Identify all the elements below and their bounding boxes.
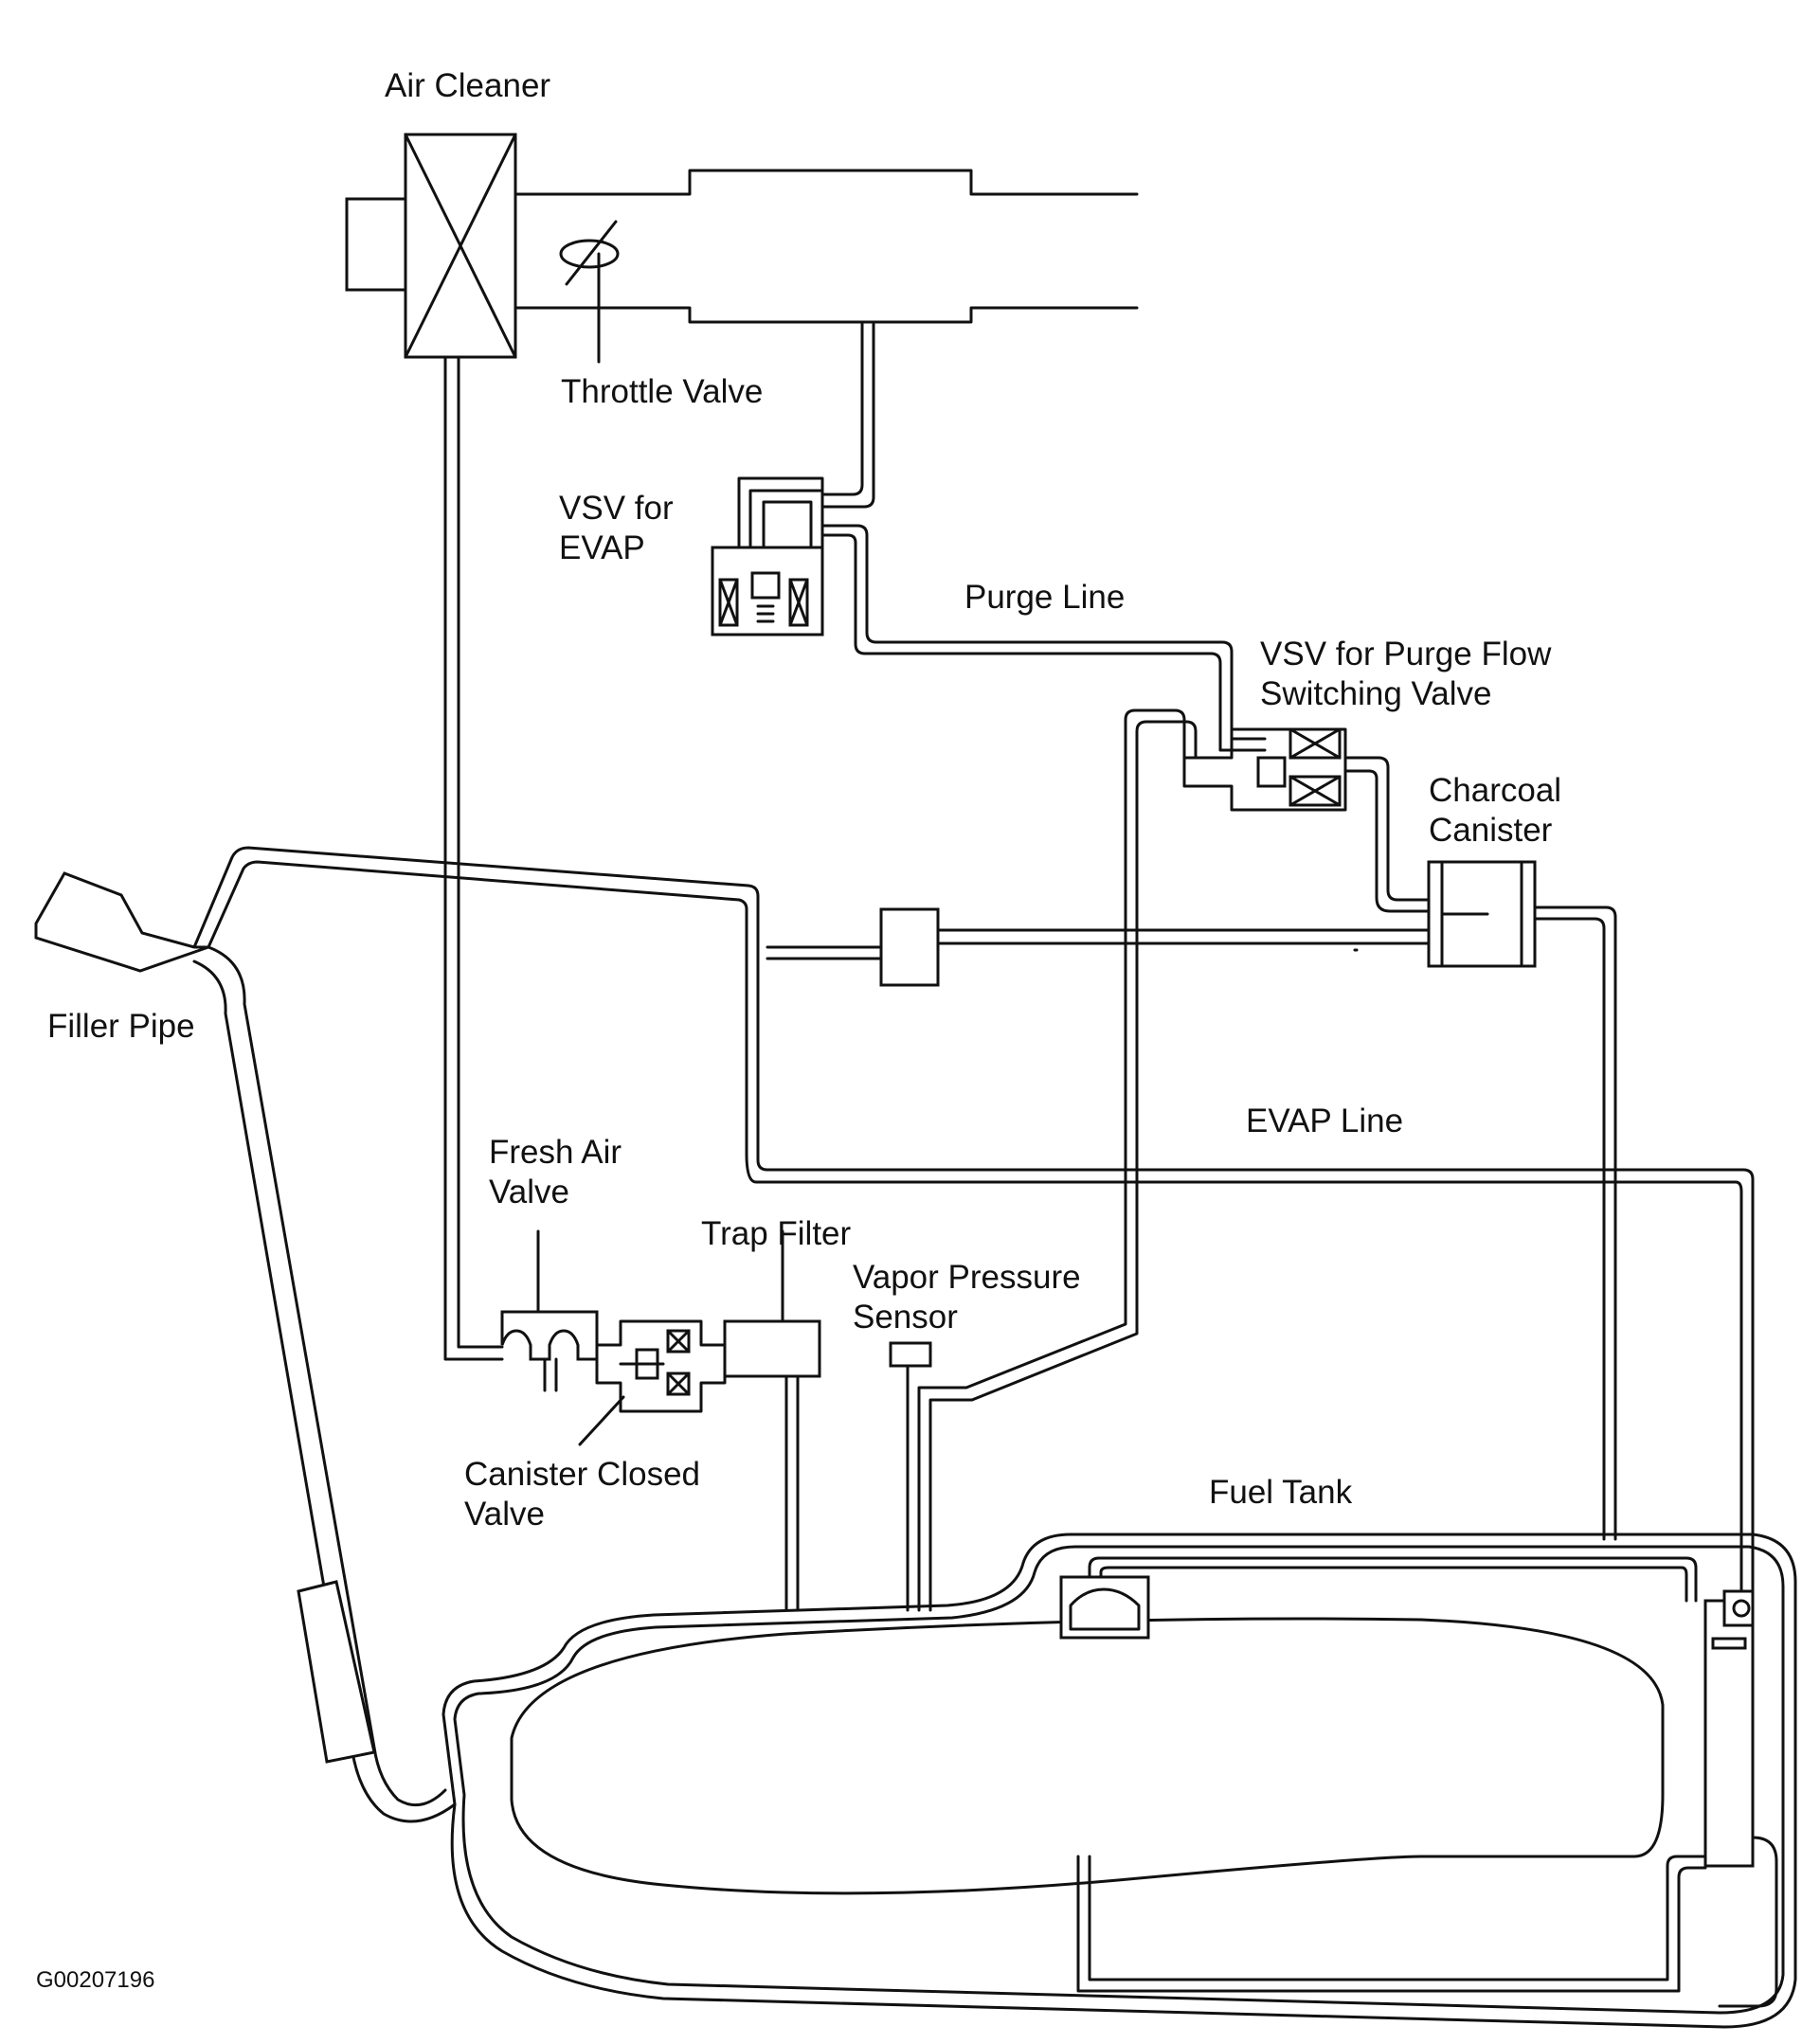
label-fresh-air-valve-2: Valve (489, 1174, 569, 1210)
trap-filter (723, 1229, 821, 1612)
filler-pipe (34, 871, 457, 1823)
pump-outlet-line (1718, 1836, 1778, 2008)
label-filler-pipe: Filler Pipe (47, 1008, 195, 1045)
label-air-cleaner: Air Cleaner (385, 67, 551, 104)
evap-line-valve (879, 907, 940, 987)
air-cleaner-vent-line-inner (457, 355, 504, 1349)
tank-bottom-line-2 (1076, 1855, 1707, 1993)
switching-valve-to-sensor-line (917, 708, 1186, 1612)
vsv-purge-flow-switching-valve (1182, 727, 1431, 913)
purge-line-2 (820, 533, 1267, 752)
label-charcoal-canister-2: Canister (1429, 812, 1553, 849)
fuel-cutoff-valve (1059, 1575, 1150, 1640)
vsv-for-evap (711, 476, 824, 637)
fuel-pump-module (1703, 1589, 1755, 1868)
fuel-tank-shell (441, 1533, 1797, 2029)
label-purge-line: Purge Line (964, 579, 1126, 616)
intake-to-vsv-evap-line-2 (822, 320, 875, 509)
label-vapor-pressure-sensor-2: Sensor (853, 1299, 958, 1336)
canister-closed-valve (578, 1319, 727, 1446)
label-charcoal-canister-1: Charcoal (1429, 772, 1562, 809)
intake-duct (514, 169, 1139, 324)
air-cleaner (345, 133, 517, 359)
throttle-valve (559, 220, 620, 364)
tank-return-line-2 (1099, 1566, 1688, 1603)
switching-valve-to-sensor-line-2 (928, 720, 1198, 1612)
label-trap-filter: Trap Filter (701, 1215, 852, 1252)
charcoal-canister (1427, 860, 1537, 968)
tank-return-line (1088, 1556, 1698, 1603)
label-throttle-valve: Throttle Valve (561, 373, 764, 410)
canister-to-tank-line (1533, 905, 1617, 1541)
vapor-pressure-sensor (889, 1341, 932, 1612)
label-vsv-purge-flow-1: VSV for Purge Flow (1260, 636, 1552, 672)
label-evap-line: EVAP Line (1246, 1103, 1404, 1139)
filler-vent-line-2 (207, 860, 1743, 1593)
label-canister-closed-valve-2: Valve (464, 1496, 545, 1533)
label-vapor-pressure-sensor-1: Vapor Pressure (853, 1259, 1081, 1296)
canister-to-tank-line-2 (1533, 917, 1606, 1541)
label-vsv-purge-flow-2: Switching Valve (1260, 675, 1492, 712)
label-fresh-air-valve-1: Fresh Air (489, 1134, 622, 1171)
fresh-air-valve (500, 1229, 599, 1392)
intake-to-vsv-evap-line (822, 320, 864, 496)
filler-vent-line (192, 846, 1755, 1593)
air-cleaner-vent-line (443, 355, 504, 1361)
figure-code: G00207196 (36, 1967, 155, 1993)
label-canister-closed-valve-1: Canister Closed (464, 1456, 700, 1493)
label-fuel-tank: Fuel Tank (1209, 1474, 1353, 1511)
label-vsv-for-evap-1: VSV for (559, 490, 674, 527)
tank-bottom-line (1088, 1855, 1707, 1981)
fuel-tank-shell-inner (453, 1545, 1785, 2015)
label-vsv-for-evap-2: EVAP (559, 529, 645, 566)
fuel-bladder (510, 1617, 1665, 1895)
purge-line (820, 524, 1267, 741)
